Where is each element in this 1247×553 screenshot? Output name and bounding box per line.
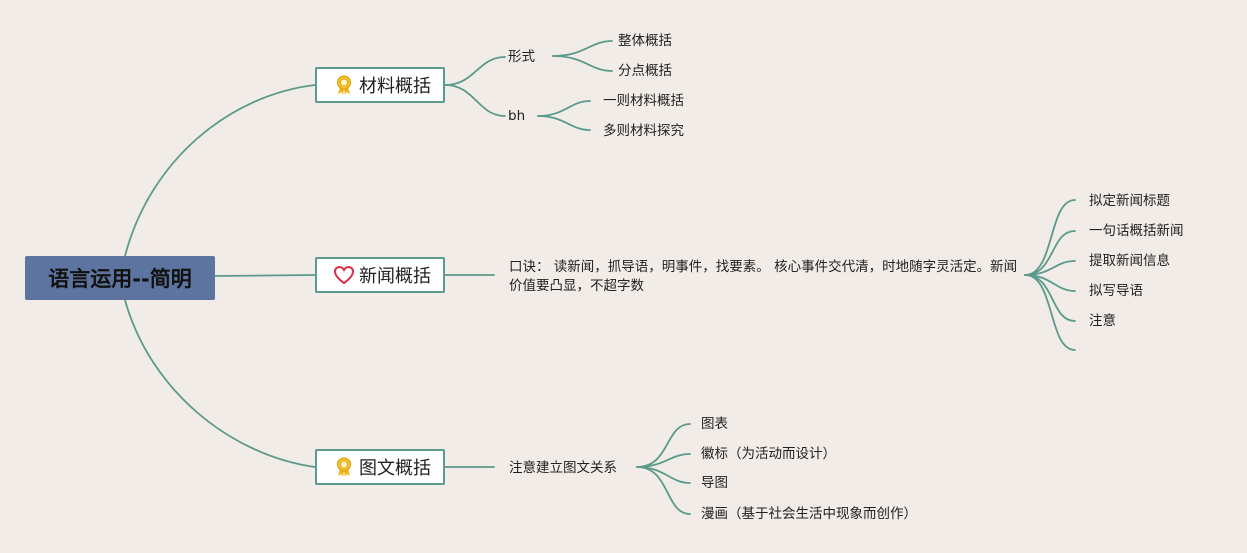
- node-form[interactable]: 形式: [508, 49, 535, 65]
- link-news-title: [1024, 199, 1076, 276]
- topic-label: 材料概括: [359, 76, 431, 97]
- link-relation-map: [636, 466, 691, 484]
- node-image-text-relation[interactable]: 注意建立图文关系: [509, 460, 617, 476]
- topic-label: 图文概括: [359, 458, 431, 479]
- link-root-news: [214, 274, 316, 277]
- node-single-material[interactable]: 一则材料概括: [603, 93, 684, 109]
- node-guide-map[interactable]: 导图: [701, 475, 728, 491]
- topic-news-summary[interactable]: 新闻概括: [315, 257, 445, 293]
- award-ribbon-icon: [333, 74, 355, 96]
- link-news-extra: [1024, 274, 1076, 351]
- node-logo[interactable]: 徽标（为活动而设计）: [701, 446, 836, 462]
- root-topic[interactable]: 语言运用--简明: [25, 256, 215, 300]
- topic-material-summary[interactable]: 材料概括: [315, 67, 445, 103]
- node-news-title[interactable]: 拟定新闻标题: [1089, 193, 1170, 209]
- node-news-one-sentence[interactable]: 一句话概括新闻: [1089, 223, 1184, 239]
- heart-icon: [333, 264, 355, 286]
- link-relation-comic: [636, 466, 691, 515]
- node-news-mnemonic[interactable]: 口诀： 读新闻，抓导语，明事件，找要素。 核心事件交代清，时地随字灵活定。新闻价…: [509, 259, 1018, 294]
- root-title: 语言运用--简明: [48, 267, 192, 291]
- node-point-summary[interactable]: 分点概括: [618, 63, 672, 79]
- link-material-bh: [444, 84, 506, 117]
- topic-label: 新闻概括: [359, 266, 431, 287]
- node-news-extract-info[interactable]: 提取新闻信息: [1089, 253, 1170, 269]
- link-root-image: [124, 299, 316, 468]
- node-news-write-lead[interactable]: 拟写导语: [1089, 283, 1143, 299]
- link-relation-logo: [636, 453, 691, 468]
- link-relation-chart: [636, 423, 691, 468]
- link-form-points: [552, 55, 613, 72]
- link-bh-single: [537, 100, 591, 117]
- link-form-whole: [552, 40, 613, 57]
- node-multi-material[interactable]: 多则材料探究: [603, 123, 684, 139]
- node-bh[interactable]: bh: [508, 108, 526, 124]
- award-ribbon-icon: [333, 456, 355, 478]
- node-chart[interactable]: 图表: [701, 416, 728, 432]
- node-news-attention[interactable]: 注意: [1089, 313, 1116, 329]
- topic-image-text-summary[interactable]: 图文概括: [315, 449, 445, 485]
- link-root-material: [124, 84, 316, 257]
- link-material-form: [444, 56, 506, 86]
- node-comic[interactable]: 漫画（基于社会生活中现象而创作）: [701, 506, 917, 522]
- node-whole-summary[interactable]: 整体概括: [618, 33, 672, 49]
- link-bh-multi: [537, 115, 591, 131]
